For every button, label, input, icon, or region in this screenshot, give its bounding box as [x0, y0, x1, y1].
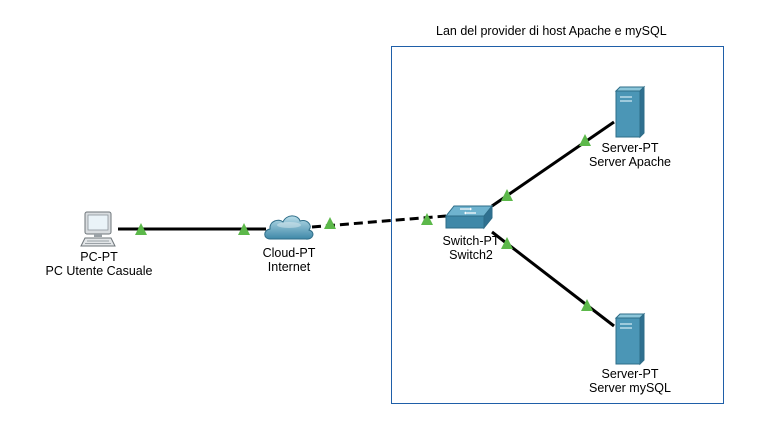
- link-switch-server-apache[interactable]: [491, 120, 615, 208]
- pc-icon[interactable]: [78, 210, 118, 250]
- link-status-up-icon: [421, 213, 433, 225]
- server-apache-type-label: Server-PT: [601, 141, 659, 155]
- link-status-up-icon: [501, 237, 513, 249]
- switch-type-label: Switch-PT: [442, 234, 500, 248]
- switch-name-label: Switch2: [449, 248, 493, 262]
- pc-type-label: PC-PT: [80, 250, 118, 264]
- server-mysql-type-label: Server-PT: [601, 367, 659, 381]
- link-status-up-icon: [135, 223, 147, 235]
- server-icon[interactable]: [612, 312, 646, 366]
- cloud-name-label: Internet: [267, 260, 311, 274]
- cloud-icon[interactable]: [262, 211, 316, 245]
- link-status-up-icon: [501, 189, 513, 201]
- lan-cluster-box[interactable]: [391, 46, 724, 404]
- link-cloud-switch[interactable]: [311, 214, 447, 229]
- pc-name-label: PC Utente Casuale: [45, 264, 153, 278]
- switch-icon[interactable]: [444, 204, 494, 232]
- cloud-type-label: Cloud-PT: [262, 246, 316, 260]
- lan-cluster-title: Lan del provider di host Apache e mySQL: [436, 24, 667, 38]
- link-status-up-icon: [238, 223, 250, 235]
- server-icon[interactable]: [612, 85, 646, 139]
- server-mysql-name-label: Server mySQL: [589, 381, 671, 395]
- link-status-up-icon: [579, 134, 591, 146]
- link-status-up-icon: [581, 299, 593, 311]
- link-status-up-icon: [324, 217, 336, 229]
- server-apache-name-label: Server Apache: [589, 155, 671, 169]
